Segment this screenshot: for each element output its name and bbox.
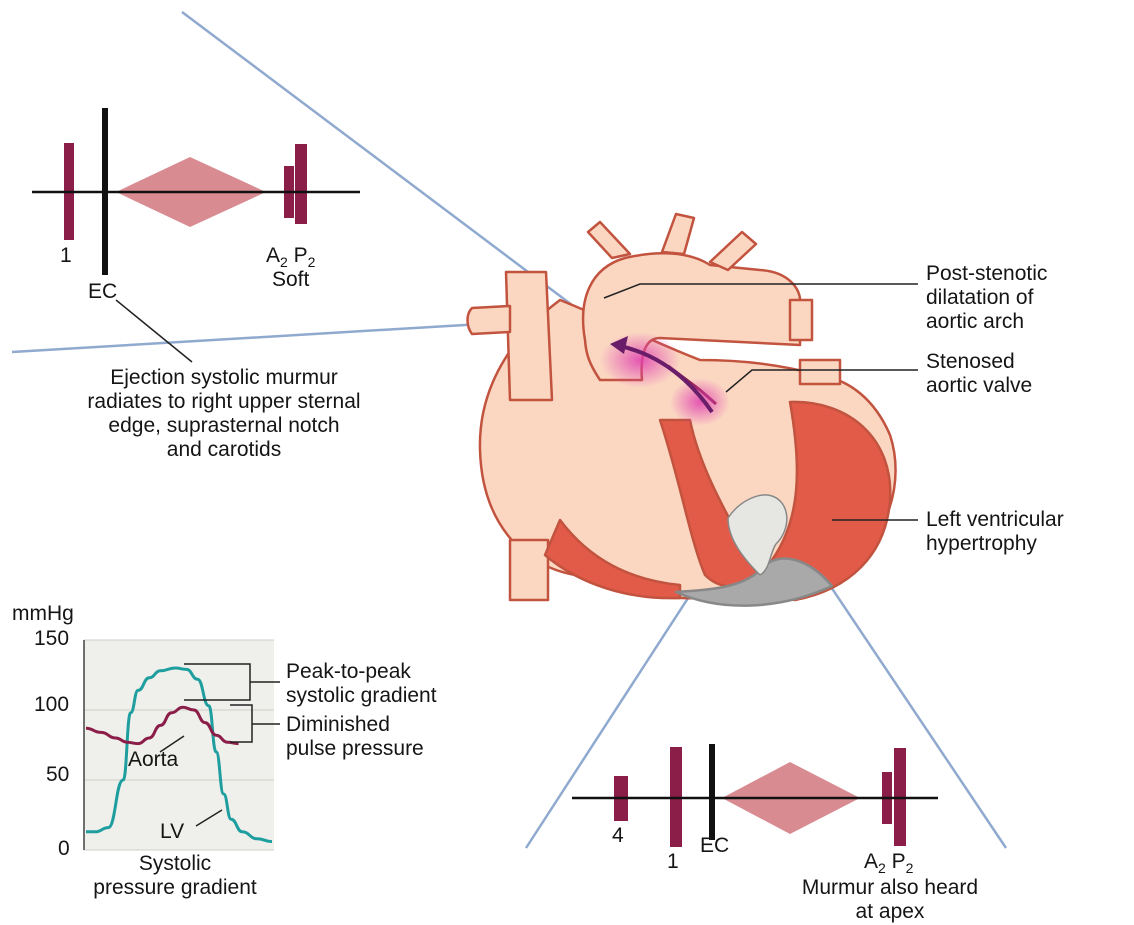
- lvh-callout: Left ventricular hypertrophy: [926, 508, 1064, 556]
- label-line: Peak-to-peak: [286, 660, 437, 684]
- label-line: systolic gradient: [286, 684, 437, 708]
- apex-caption: Murmur also heard at apex: [760, 876, 1020, 924]
- ytick-100: 100: [34, 693, 69, 717]
- callout-line: aortic arch: [926, 310, 1047, 334]
- post-stenotic-callout: Post-stenotic dilatation of aortic arch: [926, 262, 1047, 334]
- peak-gradient-label: Peak-to-peak systolic gradient: [286, 660, 437, 708]
- top-ec-label: EC: [88, 280, 117, 304]
- caption-line: pressure gradient: [40, 876, 310, 900]
- caption-line: Systolic: [40, 852, 310, 876]
- p2-label-apex: P: [892, 850, 906, 873]
- caption-line: Ejection systolic murmur: [24, 366, 424, 390]
- superior-vena-cava: [506, 272, 552, 400]
- top-s1-label: 1: [60, 244, 72, 268]
- label-line: Diminished: [286, 713, 424, 737]
- pulse-pressure-label: Diminished pulse pressure: [286, 713, 424, 761]
- descending-aorta-segment: [790, 300, 812, 340]
- ytick-50: 50: [46, 763, 69, 787]
- callout-line: Stenosed: [926, 350, 1032, 374]
- bottom-ec-label: EC: [700, 834, 729, 858]
- a2-label-apex: A: [864, 850, 878, 873]
- vena-cava-branch: [468, 306, 511, 334]
- lv-label: LV: [160, 820, 184, 844]
- caption-line: at apex: [760, 900, 1020, 924]
- p2-sound-bar: [295, 144, 307, 224]
- caption-line: and carotids: [24, 438, 424, 462]
- callout-line: aortic valve: [926, 374, 1032, 398]
- caption-line: Murmur also heard: [760, 876, 1020, 900]
- bottom-phonocardiogram: [572, 744, 938, 847]
- callout-line: Post-stenotic: [926, 262, 1047, 286]
- pressure-chart: [84, 640, 280, 850]
- leader-ec: [116, 300, 192, 362]
- ejection-click-bar-apex: [709, 744, 715, 840]
- ejection-murmur-caption: Ejection systolic murmur radiates to rig…: [24, 366, 424, 462]
- p2-label: P: [294, 244, 308, 267]
- pulmonary-vein: [800, 360, 840, 384]
- left-carotid: [662, 214, 694, 254]
- stenosed-valve-callout: Stenosed aortic valve: [926, 350, 1032, 398]
- aorta-label: Aorta: [128, 748, 178, 772]
- bottom-s4-label: 4: [612, 824, 624, 848]
- caption-line: edge, suprasternal notch: [24, 414, 424, 438]
- p2-sub-apex: 2: [906, 860, 914, 876]
- flow-jet-glow: [600, 332, 680, 388]
- pressure-caption: Systolic pressure gradient: [40, 852, 310, 900]
- left-subclavian: [710, 232, 756, 270]
- a2-label: A: [266, 244, 280, 267]
- bottom-s1-label: 1: [667, 850, 679, 874]
- callout-line: dilatation of: [926, 286, 1047, 310]
- flow-jet-glow-lower: [670, 378, 730, 426]
- ejection-click-bar: [102, 108, 108, 275]
- label-line: pulse pressure: [286, 737, 424, 761]
- brachiocephalic-artery: [588, 222, 630, 258]
- caption-line: radiates to right upper sternal: [24, 390, 424, 414]
- ytick-150: 150: [34, 627, 69, 651]
- a2-sub-apex: 2: [878, 860, 886, 876]
- inferior-vena-cava: [510, 540, 548, 600]
- callout-line: Left ventricular: [926, 508, 1064, 532]
- unit-label: mmHg: [12, 602, 74, 626]
- top-soft-label: Soft: [272, 268, 309, 292]
- callout-line: hypertrophy: [926, 532, 1064, 556]
